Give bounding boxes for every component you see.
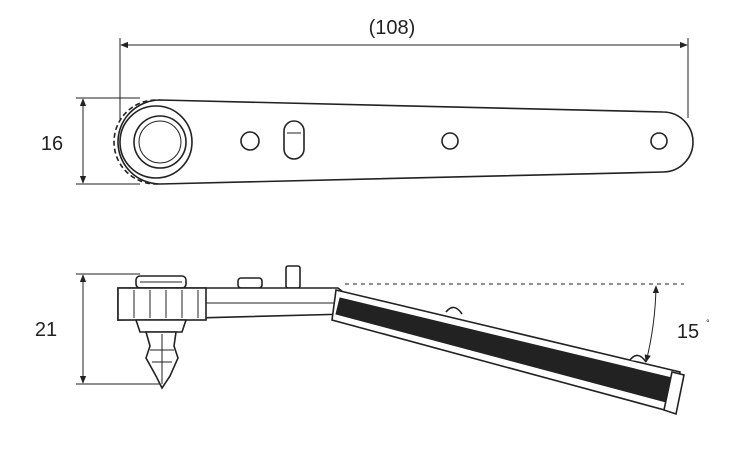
- top-view: (108) 16: [41, 17, 694, 185]
- height-label: 21: [35, 319, 57, 341]
- length-label: (108): [369, 17, 416, 39]
- hex-socket-outer: [133, 115, 187, 169]
- hole-2: [441, 132, 459, 150]
- bit-holder: [134, 319, 188, 333]
- screw-head: [237, 277, 263, 289]
- width-label: 16: [41, 133, 63, 155]
- ratchet-head-side: [117, 287, 207, 321]
- switch-slot: [283, 120, 305, 160]
- angle-dimension-arc: [644, 285, 660, 363]
- hex-socket-inner: [138, 120, 182, 164]
- handle-body-top-view: [117, 99, 694, 185]
- handle-grip: [335, 297, 673, 403]
- hole-1: [240, 131, 260, 151]
- hole-3: [650, 132, 668, 150]
- angle-unit: °: [706, 318, 710, 328]
- angle-label: 15: [677, 321, 699, 343]
- side-view: 21 15 °: [35, 265, 710, 416]
- switch-knob: [285, 265, 301, 289]
- angled-bump-1: [445, 306, 463, 315]
- handle-end-cap: [663, 371, 685, 416]
- angled-bump-2: [629, 354, 647, 363]
